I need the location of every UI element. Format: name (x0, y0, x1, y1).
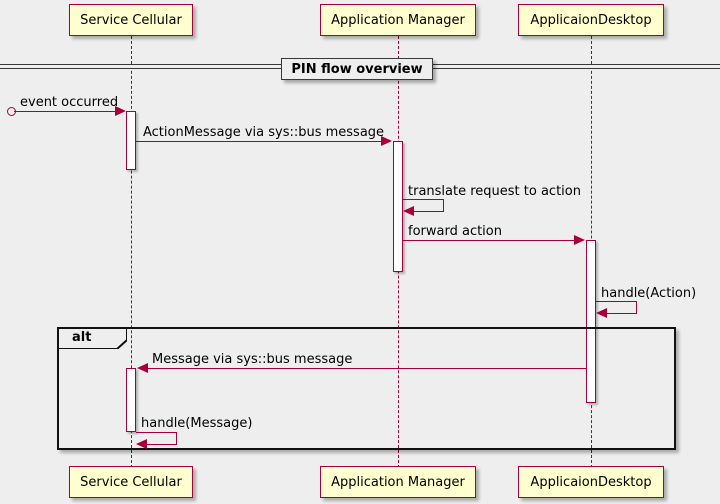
participant-label: ApplicaionDesktop (530, 12, 652, 28)
message-label-handle-message: handle(Message) (141, 416, 253, 431)
alt-tab-pentagon-icon (57, 327, 127, 349)
message-line-message-via-bus (144, 368, 586, 369)
self-line-handle-action-bottom (606, 313, 637, 314)
participant-service-cellular-bottom[interactable]: Service Cellular (69, 466, 193, 498)
arrowhead-forward-action (574, 235, 585, 245)
divider-label-box: PIN flow overview (281, 58, 433, 80)
activation-service-cellular-2 (126, 368, 136, 432)
alt-fragment-frame (57, 327, 676, 450)
arrowhead-handle-message (136, 439, 147, 449)
lifeline-service-cellular (131, 36, 132, 468)
message-label-translate-request: translate request to action (408, 184, 581, 199)
self-line-translate-top (403, 199, 444, 200)
participant-applicaion-desktop-bottom[interactable]: ApplicaionDesktop (518, 466, 664, 498)
activation-application-manager-1 (393, 141, 403, 272)
participant-label: ApplicaionDesktop (530, 474, 652, 490)
arrowhead-translate-request (403, 206, 414, 216)
message-line-forward-action (403, 240, 579, 241)
arrowhead-handle-action (596, 308, 607, 318)
self-line-translate-bottom (413, 211, 444, 212)
message-line-event-occurred (14, 111, 120, 112)
participant-application-manager-bottom[interactable]: Application Manager (320, 466, 476, 498)
alt-fragment-label: alt (72, 330, 92, 345)
participant-label: Application Manager (331, 474, 465, 490)
divider-label: PIN flow overview (291, 61, 423, 77)
participant-applicaion-desktop-top[interactable]: ApplicaionDesktop (518, 4, 664, 36)
self-line-handle-message-side (176, 432, 177, 445)
message-line-action-message (136, 141, 386, 142)
message-label-action-message: ActionMessage via sys::bus message (143, 125, 385, 140)
self-line-translate-side (443, 199, 444, 212)
self-line-handle-action-top (596, 301, 637, 302)
arrowhead-message-via-bus (137, 363, 148, 373)
message-label-message-via-bus: Message via sys::bus message (152, 352, 353, 367)
arrowhead-action-message (381, 136, 392, 146)
self-line-handle-message-bottom (146, 444, 177, 445)
message-label-forward-action: forward action (408, 224, 502, 239)
arrowhead-event-occurred (115, 106, 126, 116)
participant-label: Service Cellular (80, 12, 182, 28)
participant-service-cellular-top[interactable]: Service Cellular (69, 4, 193, 36)
activation-service-cellular-1 (126, 111, 136, 170)
self-line-handle-message-top (136, 432, 177, 433)
alt-fragment-tab (57, 327, 127, 349)
activation-applicaion-desktop-1 (586, 240, 596, 403)
self-line-handle-action-side (636, 301, 637, 314)
message-label-event-occurred: event occurred (20, 95, 119, 110)
participant-label: Service Cellular (80, 474, 182, 490)
participant-label: Application Manager (331, 12, 465, 28)
message-label-handle-action: handle(Action) (601, 286, 697, 301)
participant-application-manager-top[interactable]: Application Manager (320, 4, 476, 36)
